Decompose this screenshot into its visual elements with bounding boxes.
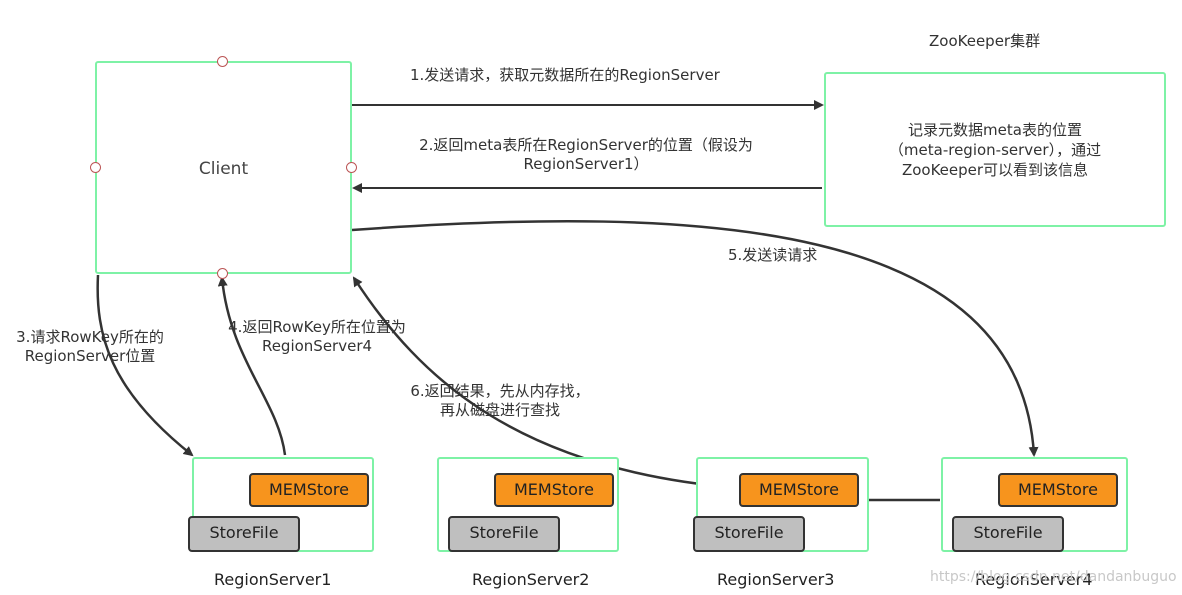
watermark: https://blog.csdn.net/dandanbuguo bbox=[930, 569, 1177, 585]
step4-line-1: 4.返回RowKey所在位置为 bbox=[228, 318, 406, 336]
step1-label: 1.发送请求，获取元数据所在的RegionServer bbox=[410, 66, 720, 84]
storefile-1: StoreFile bbox=[188, 516, 300, 552]
regionserver-label-4: RegionServer4 bbox=[975, 570, 1093, 589]
resize-handle-top[interactable] bbox=[217, 56, 228, 67]
step5-label: 5.发送读请求 bbox=[728, 246, 818, 264]
step6-line-1: 6.返回结果，先从内存找， bbox=[410, 382, 590, 400]
resize-handle-bottom[interactable] bbox=[217, 268, 228, 279]
storefile-4: StoreFile bbox=[952, 516, 1064, 552]
memstore-1: MEMStore bbox=[249, 473, 369, 507]
zookeeper-desc-line-3: ZooKeeper可以看到该信息 bbox=[901, 161, 1089, 179]
step2-label: 2.返回meta表所在RegionServer的位置（假设为 RegionSer… bbox=[386, 136, 786, 174]
zookeeper-desc: 记录元数据meta表的位置 （meta-region-server），通过 Zo… bbox=[826, 120, 1164, 180]
step2-line-2: RegionServer1） bbox=[523, 155, 649, 173]
memstore-3: MEMStore bbox=[739, 473, 859, 507]
memstore-2: MEMStore bbox=[494, 473, 614, 507]
regionserver-label-2: RegionServer2 bbox=[472, 570, 590, 589]
storefile-3: StoreFile bbox=[693, 516, 805, 552]
client-box: Client bbox=[95, 61, 352, 274]
step3-label: 3.请求RowKey所在的 RegionServer位置 bbox=[0, 328, 180, 366]
storefile-2: StoreFile bbox=[448, 516, 560, 552]
client-label: Client bbox=[198, 159, 249, 179]
zookeeper-title: ZooKeeper集群 bbox=[929, 32, 1041, 50]
zookeeper-desc-line-1: 记录元数据meta表的位置 bbox=[908, 121, 1082, 139]
resize-handle-right[interactable] bbox=[346, 162, 357, 173]
step3-line-1: 3.请求RowKey所在的 bbox=[16, 328, 164, 346]
step3-line-2: RegionServer位置 bbox=[24, 347, 156, 365]
step2-line-1: 2.返回meta表所在RegionServer的位置（假设为 bbox=[419, 136, 753, 154]
step6-label: 6.返回结果，先从内存找， 再从磁盘进行查找 bbox=[390, 382, 610, 420]
step4-line-2: RegionServer4 bbox=[261, 337, 373, 355]
arrow-step3 bbox=[96, 274, 194, 457]
step4-label: 4.返回RowKey所在位置为 RegionServer4 bbox=[212, 318, 422, 356]
zookeeper-desc-line-2: （meta-region-server），通过 bbox=[888, 141, 1102, 159]
regionserver-label-3: RegionServer3 bbox=[717, 570, 835, 589]
zookeeper-box: 记录元数据meta表的位置 （meta-region-server），通过 Zo… bbox=[824, 72, 1166, 227]
regionserver-label-1: RegionServer1 bbox=[214, 570, 332, 589]
arrow-step5 bbox=[351, 220, 1039, 457]
resize-handle-left[interactable] bbox=[90, 162, 101, 173]
step6-line-2: 再从磁盘进行查找 bbox=[439, 401, 560, 419]
memstore-4: MEMStore bbox=[998, 473, 1118, 507]
arrow-step4 bbox=[217, 276, 287, 456]
